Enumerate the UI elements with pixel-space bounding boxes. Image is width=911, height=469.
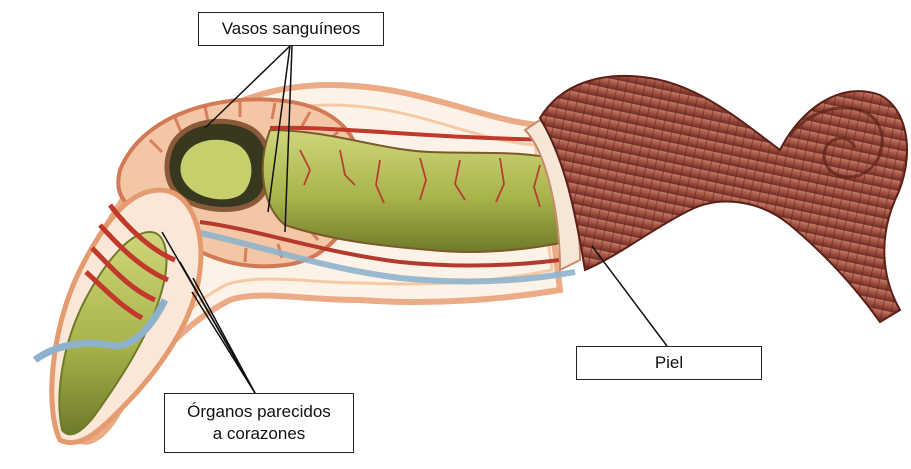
label-organos-line2: a corazones xyxy=(213,423,306,445)
label-organos-line1: Órganos parecidos xyxy=(187,401,331,423)
worm-skin xyxy=(540,76,907,322)
label-piel-text: Piel xyxy=(655,352,683,374)
label-vasos-text: Vasos sanguíneos xyxy=(222,18,361,40)
label-piel: Piel xyxy=(576,346,762,380)
label-organos-corazones: Órganos parecidos a corazones xyxy=(164,393,354,453)
mouth-tip xyxy=(41,395,48,440)
label-vasos-sanguineos: Vasos sanguíneos xyxy=(198,12,384,46)
